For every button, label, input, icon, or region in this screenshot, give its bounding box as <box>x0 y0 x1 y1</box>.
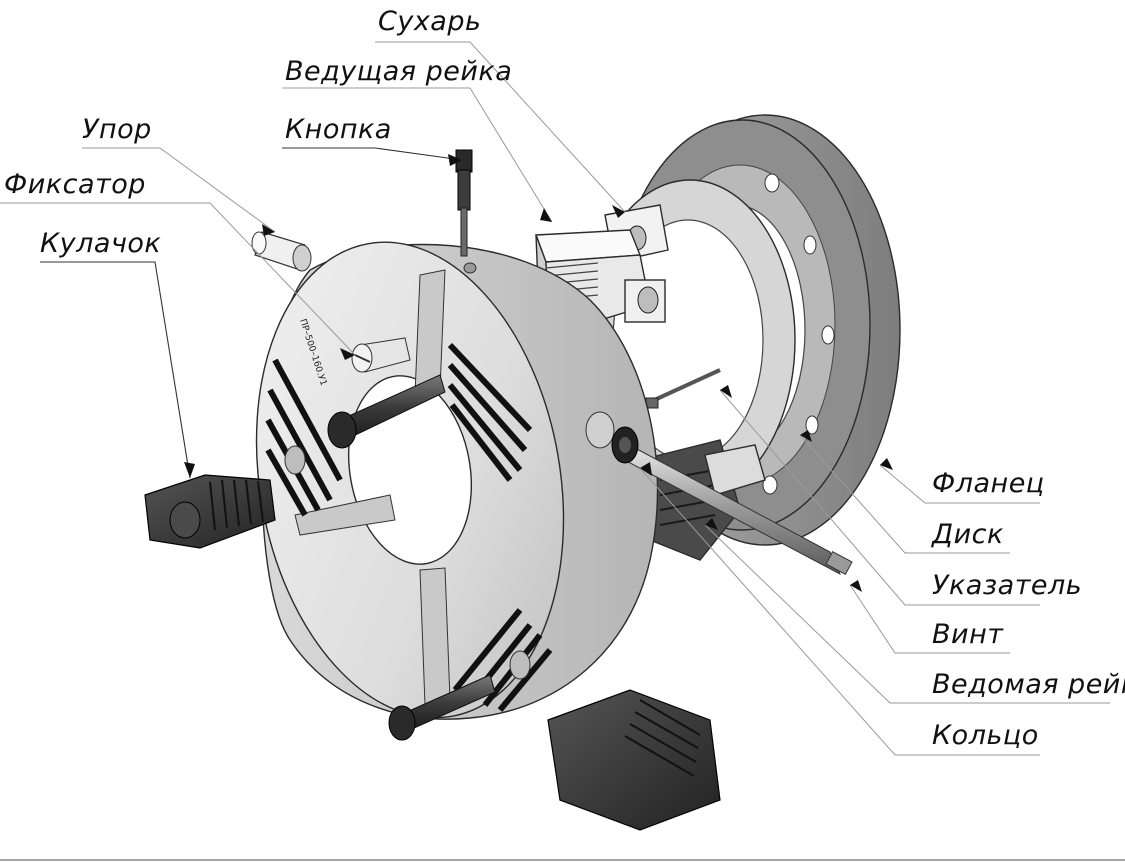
leader-lines <box>0 41 1110 756</box>
stop-part <box>251 231 312 272</box>
callout-labels: Сухарь Ведущая рейка Кнопка Упор Фиксато… <box>4 6 1125 751</box>
jaw-left <box>144 474 276 549</box>
label-vint: Винт <box>932 619 1004 650</box>
driven-rack-part <box>639 439 766 561</box>
label-kulachok: Кулачок <box>40 228 161 259</box>
body-stripes-left <box>265 358 343 517</box>
label-knopka: Кнопка <box>285 114 392 145</box>
driving-rack-part <box>535 229 666 323</box>
label-upor: Упор <box>82 114 152 145</box>
label-vedushchaya-reika: Ведущая рейка <box>285 56 512 87</box>
jaw-bottom <box>547 689 721 831</box>
body-stripes-top <box>447 342 533 482</box>
screw-part <box>611 426 853 576</box>
label-disk: Диск <box>931 519 1004 550</box>
label-sukhar: Сухарь <box>378 6 481 37</box>
arrowheads <box>184 154 893 592</box>
label-fiksator: Фиксатор <box>4 169 146 200</box>
latch-part <box>351 337 411 373</box>
button-part <box>455 149 473 257</box>
label-vedomaya-reika: Ведомая рейка <box>932 669 1125 700</box>
label-koltso: Кольцо <box>932 720 1039 751</box>
label-ukazatel: Указатель <box>932 570 1082 601</box>
label-flanets: Фланец <box>932 468 1045 499</box>
bolts <box>327 374 496 741</box>
